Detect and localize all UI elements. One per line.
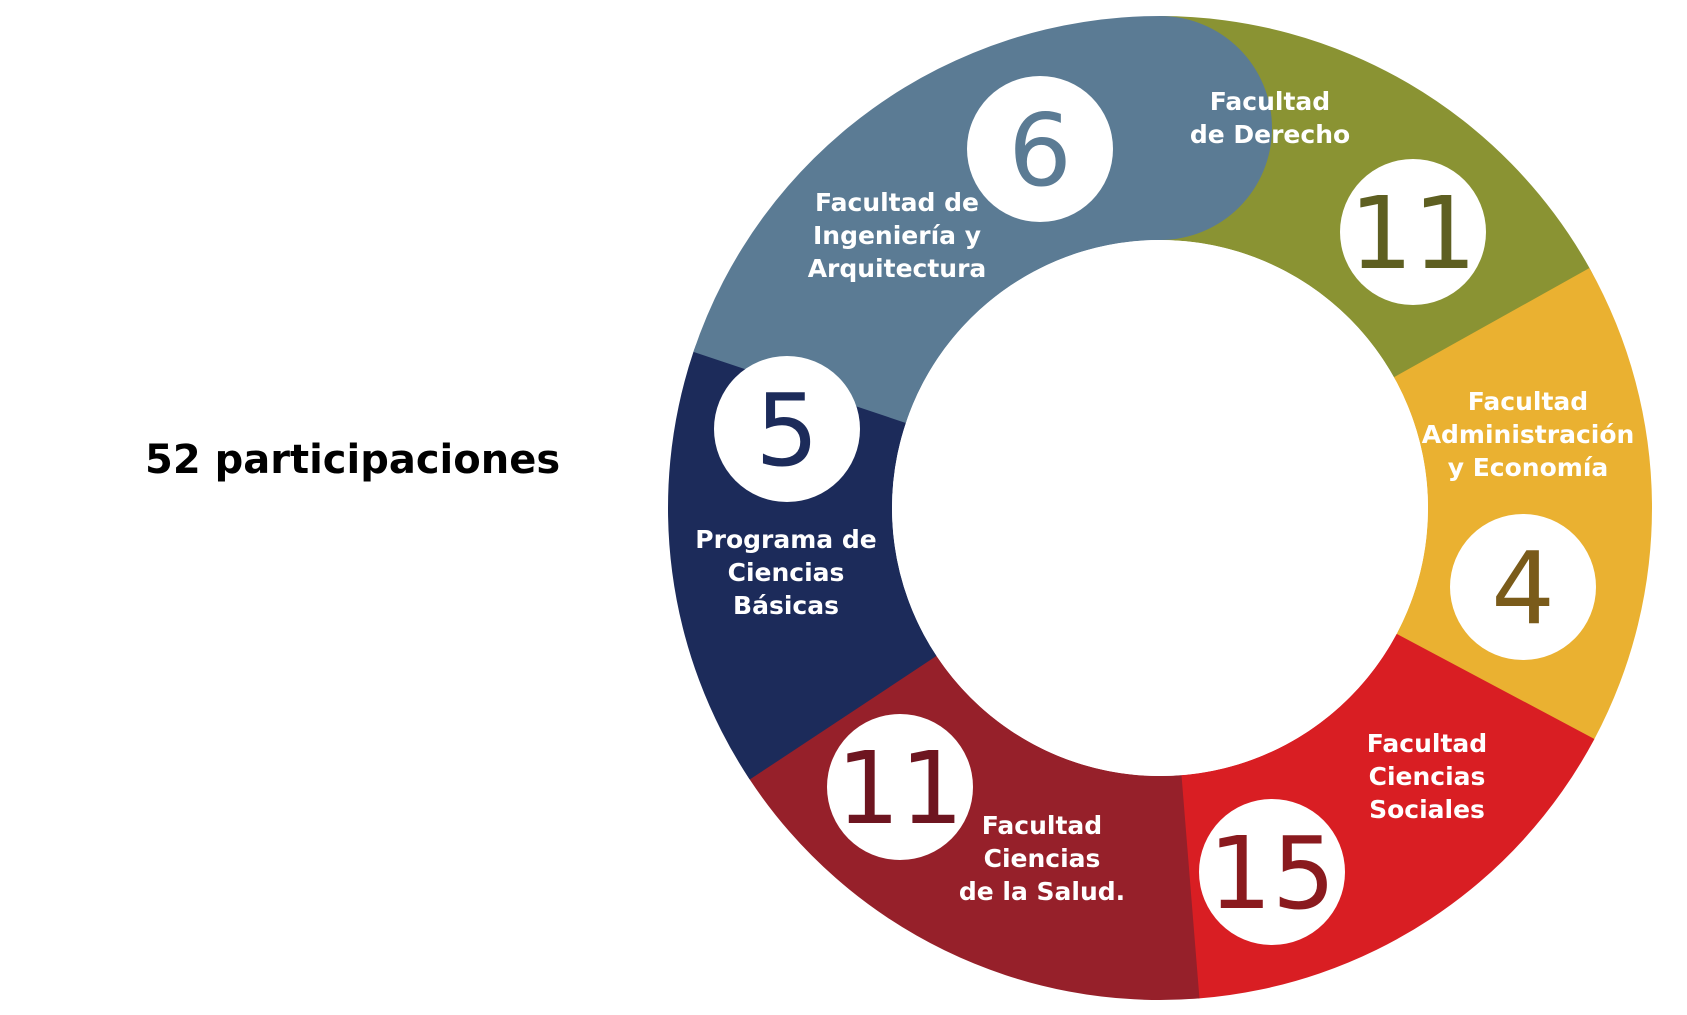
label-ingenieria: Facultad de Ingeniería y Arquitectura <box>808 188 987 283</box>
value-ingenieria: 6 <box>1008 92 1072 209</box>
label-line: Administración <box>1422 420 1635 449</box>
label-line: Facultad <box>1367 729 1487 758</box>
label-line: Ciencias <box>728 558 845 587</box>
value-basicas: 5 <box>755 372 819 489</box>
label-line: Facultad <box>1468 387 1588 416</box>
label-line: Básicas <box>733 591 839 620</box>
label-line: Programa de <box>695 525 876 554</box>
ring-segment-ingenieria <box>693 16 1272 423</box>
ring-segment-sociales <box>1078 633 1595 999</box>
value-administracion: 4 <box>1491 530 1555 647</box>
label-line: Sociales <box>1369 795 1485 824</box>
value-salud: 11 <box>836 730 963 847</box>
label-line: de la Salud. <box>959 877 1125 906</box>
ring-center <box>892 240 1428 776</box>
value-sociales: 15 <box>1208 815 1335 932</box>
value-badge-salud <box>827 714 973 860</box>
value-badge-administracion <box>1450 514 1596 660</box>
label-line: Ingeniería y <box>813 221 981 250</box>
value-badge-ingenieria <box>967 76 1113 222</box>
label-line: Facultad <box>1210 87 1330 116</box>
total-participations-label: 52 participaciones <box>145 437 561 483</box>
label-line: Arquitectura <box>808 254 987 283</box>
label-line: Facultad de <box>815 188 979 217</box>
value-badge-sociales <box>1199 799 1345 945</box>
value-derecho: 11 <box>1349 175 1476 292</box>
value-badge-derecho <box>1340 159 1486 305</box>
label-line: Ciencias <box>1369 762 1486 791</box>
label-line: Facultad <box>982 811 1102 840</box>
label-derecho: Facultad de Derecho <box>1190 87 1350 149</box>
label-line: y Economía <box>1448 453 1609 482</box>
label-line: de Derecho <box>1190 120 1350 149</box>
value-badge-basicas <box>714 356 860 502</box>
label-line: Ciencias <box>984 844 1101 873</box>
